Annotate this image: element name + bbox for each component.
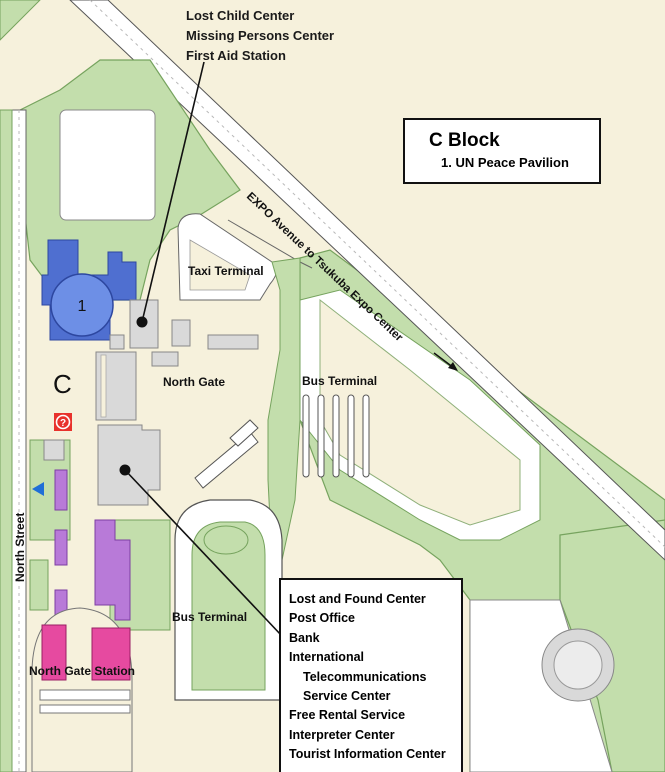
purple-pavilions xyxy=(54,469,131,621)
top-callout-line: Missing Persons Center xyxy=(186,28,335,43)
service-item: Lost and Found Center xyxy=(289,592,426,606)
north-street-road xyxy=(0,109,27,772)
north-street-label: North Street xyxy=(13,513,27,582)
service-item: Tourist Information Center xyxy=(289,747,446,762)
north-gate-station-label: North Gate Station xyxy=(29,664,135,678)
taxi-terminal-label: Taxi Terminal xyxy=(188,264,264,278)
expo-avenue-road xyxy=(69,0,665,561)
top-callout: Lost Child Center Missing Persons Center… xyxy=(186,6,334,66)
taxi-terminal xyxy=(177,213,313,301)
bus-terminal-lot xyxy=(299,289,541,541)
top-callout-line: Lost Child Center xyxy=(186,8,295,23)
service-item: Free Rental Service xyxy=(289,708,406,723)
services-callout-panel: Lost and Found Center Post Office Bank I… xyxy=(279,578,463,772)
service-item: Telecommunications xyxy=(303,669,427,684)
round-plaza xyxy=(469,599,615,772)
service-item: Interpreter Center xyxy=(289,727,395,742)
block-legend-item: 1. UN Peace Pavilion xyxy=(441,155,569,170)
north-gate-station xyxy=(31,607,133,772)
triangle-left-icon xyxy=(32,482,44,496)
pavilion-number: 1 xyxy=(78,298,87,315)
north-gate-label: North Gate xyxy=(163,375,225,389)
bus-terminal-label-bottom: Bus Terminal xyxy=(172,610,247,624)
block-legend-title: C Block xyxy=(429,130,500,151)
service-item: Bank xyxy=(289,630,320,645)
arrow-right-icon xyxy=(433,352,458,371)
service-item: Post Office xyxy=(289,611,355,626)
top-callout-line: First Aid Station xyxy=(186,48,286,63)
bus-terminal-label-right: Bus Terminal xyxy=(302,374,377,388)
leader-line-south xyxy=(124,469,283,637)
bus-loop xyxy=(174,499,283,701)
pedestrian-bridge xyxy=(194,419,259,489)
service-item: Service Center xyxy=(303,689,391,704)
service-item: International xyxy=(289,650,365,665)
leader-line-north xyxy=(141,61,205,323)
question-icon: ? xyxy=(60,418,66,429)
block-letter: C xyxy=(53,369,72,399)
help-marker: ? xyxy=(54,413,72,431)
block-legend-panel: C Block 1. UN Peace Pavilion xyxy=(403,118,601,184)
un-peace-pavilion xyxy=(41,239,137,341)
